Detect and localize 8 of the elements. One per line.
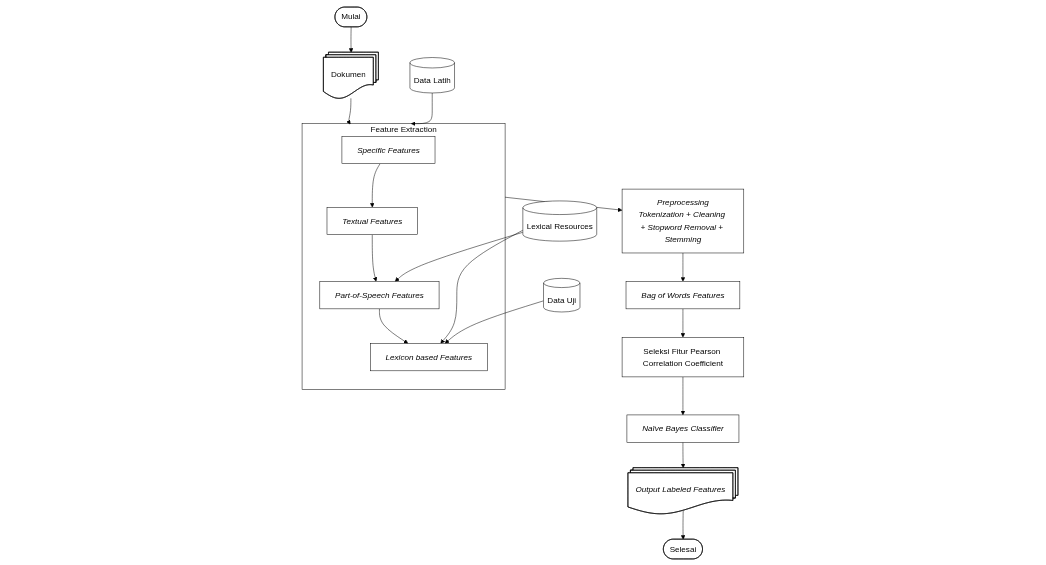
- node-box: Naïve Bayes Classifier: [626, 414, 740, 443]
- node-box: Lexicon based Features: [370, 342, 488, 371]
- node-box: Seleksi Fitur Pearson Correlation Coefficient: [621, 336, 745, 377]
- node-box: Bag of Words Features: [625, 280, 741, 309]
- node-box: Specific Features: [341, 135, 436, 164]
- node-box: Textual Features: [326, 206, 418, 235]
- node-box: Part-of-Speech Features: [319, 280, 440, 309]
- node-box: Preprocessing Tokenization + Cleaning + Stopword Removal + Stemming: [621, 188, 745, 253]
